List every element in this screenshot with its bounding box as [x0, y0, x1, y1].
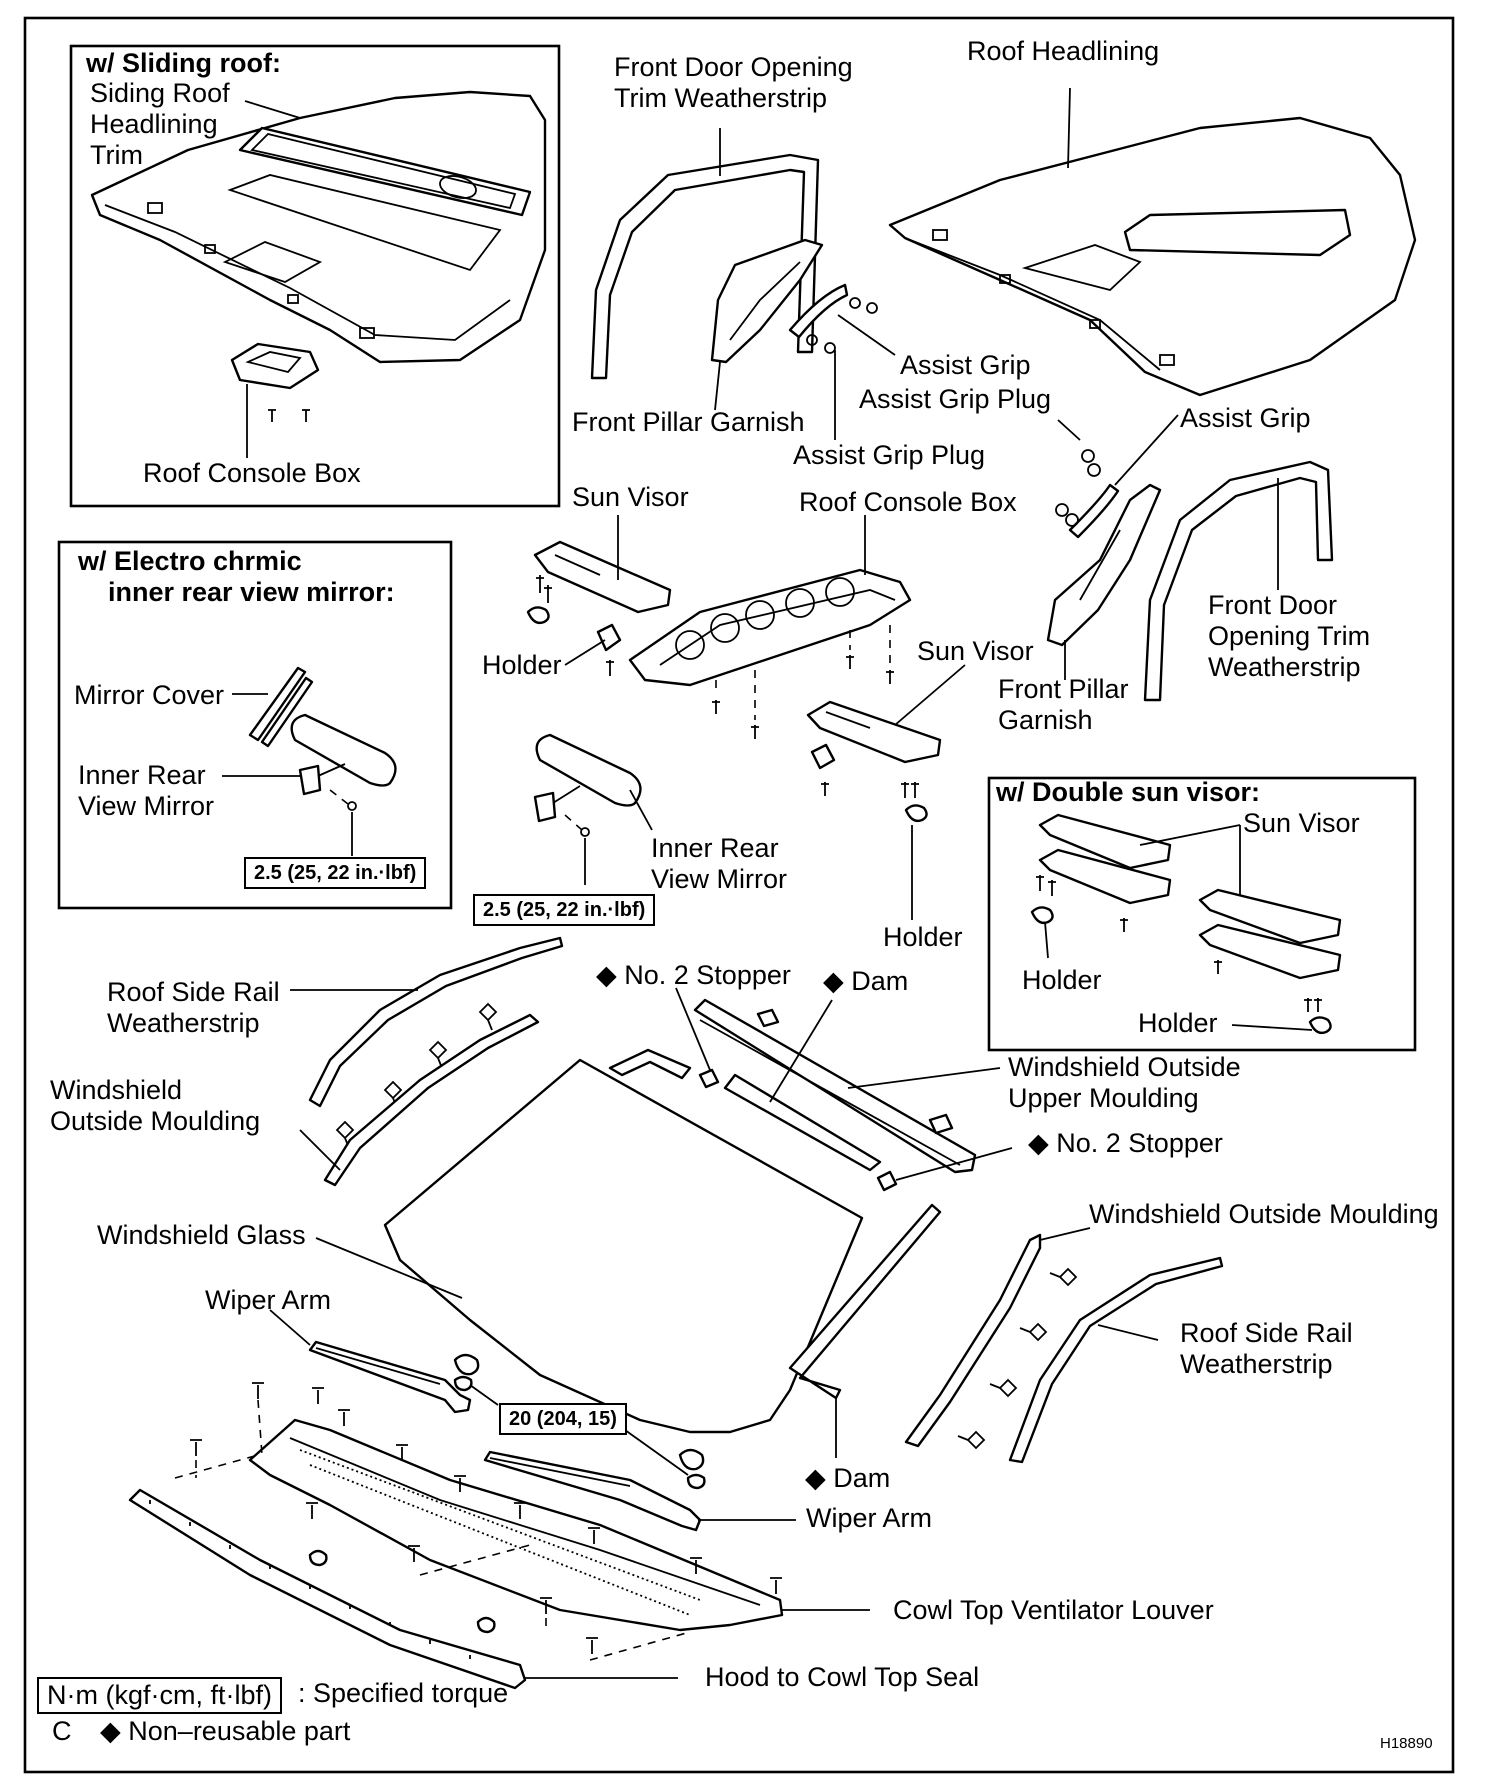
cowl-screws — [190, 1382, 782, 1654]
label-hood-to-cowl-seal: Hood to Cowl Top Seal — [705, 1662, 980, 1692]
front-pillar-garnish-left-drawing — [710, 238, 824, 364]
label-roof-side-rail-left: Roof Side Rail Weatherstrip — [107, 977, 280, 1038]
inset-title-sliding-roof: w/ Sliding roof: — [86, 48, 281, 78]
windshield-outside-moulding-right-drawing — [904, 1233, 1042, 1448]
inset-frame-electro-mirror — [57, 540, 453, 910]
label-holder-right: Holder — [883, 922, 963, 952]
legend-torque-desc: : Specified torque — [298, 1678, 509, 1708]
label-front-door-trim-top: Front Door Opening Trim Weatherstrip — [614, 52, 853, 113]
label-wiper-arm-left: Wiper Arm — [205, 1285, 332, 1315]
wiper-arm-left-drawing — [308, 1340, 480, 1414]
torque-box-inner-mirror: 2.5 (25, 22 in.·lbf) — [473, 894, 656, 926]
windshield-outside-upper-moulding-drawing — [693, 998, 977, 1174]
label-sliding-roof-headlining-trim: Siding Roof Headlining Trim — [90, 78, 230, 170]
label-double-sun-visor: Sun Visor — [1243, 808, 1360, 838]
inset-title-electro-mirror: w/ Electro chrmic inner rear view mirror… — [78, 546, 395, 607]
label-double-holder-left: Holder — [1022, 965, 1102, 995]
legend-mark: C — [52, 1716, 72, 1746]
roof-console-box-drawing — [628, 568, 912, 687]
label-assist-grip-upper: Assist Grip — [900, 350, 1031, 380]
double-sun-visor-drawing — [1030, 813, 1342, 1035]
windshield-outside-moulding-left-drawing — [323, 1013, 540, 1187]
label-inner-rear-view-mirror: Inner Rear View Mirror — [651, 833, 788, 894]
cowl-top-louver-drawing — [248, 1418, 784, 1632]
legend-nonreusable: ◆ Non–reusable part — [100, 1716, 351, 1746]
label-mirror-cover: Mirror Cover — [74, 680, 225, 710]
label-dam-bottom: ◆ Dam — [805, 1463, 891, 1493]
label-assist-grip-right: Assist Grip — [1180, 403, 1311, 433]
label-electro-inner-rear-view-mirror: Inner Rear View Mirror — [78, 760, 215, 821]
windshield-glass-drawing — [383, 1058, 864, 1434]
roof-side-rail-right-drawing — [1008, 1256, 1224, 1464]
label-windshield-outside-upper-moulding: Windshield Outside Upper Moulding — [1008, 1052, 1241, 1113]
front-pillar-garnish-right-drawing — [1046, 483, 1162, 647]
no2-stopper-right-drawing — [876, 1170, 898, 1192]
label-sliding-roof-console-box: Roof Console Box — [143, 458, 361, 488]
label-cowl-top-louver: Cowl Top Ventilator Louver — [893, 1595, 1214, 1625]
torque-box-electro-mirror: 2.5 (25, 22 in.·lbf) — [244, 857, 427, 889]
page-frame — [23, 16, 1455, 1774]
label-front-pillar-garnish-left: Front Pillar Garnish — [572, 407, 805, 437]
label-no2-stopper-right: ◆ No. 2 Stopper — [1028, 1128, 1223, 1158]
label-roof-headlining: Roof Headlining — [967, 36, 1160, 66]
label-assist-grip-plug-upper: Assist Grip Plug — [859, 384, 1052, 414]
label-windshield-outside-moulding-left: Windshield Outside Moulding — [50, 1075, 261, 1136]
label-no2-stopper-top: ◆ No. 2 Stopper — [596, 960, 791, 990]
label-sun-visor-left: Sun Visor — [572, 482, 689, 512]
sun-visor-left-drawing — [526, 540, 672, 625]
label-front-pillar-garnish-right: Front Pillar Garnish — [998, 674, 1129, 735]
wiper-arm-right-drawing — [483, 1448, 706, 1532]
inset-frame-double-visor — [987, 776, 1417, 1052]
label-front-door-trim-right: Front Door Opening Trim Weatherstrip — [1208, 590, 1371, 682]
front-door-trim-top-drawing — [590, 153, 820, 380]
label-wiper-arm-right: Wiper Arm — [806, 1503, 933, 1533]
front-door-trim-right-drawing — [1143, 460, 1334, 702]
roof-side-rail-left-drawing — [308, 936, 564, 1108]
sun-visor-right-drawing — [806, 700, 942, 823]
inset-frame-sliding-roof — [69, 44, 561, 508]
assist-grip-upper-drawing — [788, 283, 849, 339]
holder-left-drawing — [596, 623, 622, 652]
moulding-clips-right — [957, 1267, 1078, 1450]
torque-box-wiper: 20 (204, 15) — [499, 1403, 627, 1435]
label-windshield-outside-moulding-right: Windshield Outside Moulding — [1089, 1199, 1439, 1229]
label-dam-top: ◆ Dam — [823, 966, 909, 996]
label-roof-console-box: Roof Console Box — [799, 487, 1017, 517]
figure-code: H18890 — [1380, 1735, 1433, 1752]
inset-title-double-visor: w/ Double sun visor: — [996, 777, 1261, 807]
sliding-roof-headlining-drawing — [90, 90, 547, 364]
no2-stopper-top-drawing — [698, 1068, 720, 1089]
dam-top-drawing — [723, 1073, 882, 1172]
label-sun-visor-right: Sun Visor — [917, 636, 1034, 666]
sliding-roof-console-box-drawing — [230, 342, 320, 422]
label-holder-left: Holder — [482, 650, 562, 680]
hood-to-cowl-seal-drawing — [128, 1488, 527, 1690]
label-double-holder-right: Holder — [1138, 1008, 1218, 1038]
roof-headlining-drawing — [888, 116, 1417, 397]
legend-torque-unit: N·m (kgf·cm, ft·lbf) — [37, 1677, 282, 1714]
inner-rear-view-mirror-drawing — [533, 733, 642, 837]
label-assist-grip-plug-lower: Assist Grip Plug — [793, 440, 986, 470]
assist-grip-right-drawing — [1068, 483, 1120, 539]
electro-inner-rear-view-mirror-drawing — [290, 713, 397, 811]
label-windshield-glass: Windshield Glass — [97, 1220, 306, 1250]
mirror-cover-drawing — [248, 666, 314, 748]
label-roof-side-rail-right: Roof Side Rail Weatherstrip — [1180, 1318, 1353, 1379]
moulding-clips-left — [335, 1002, 498, 1149]
